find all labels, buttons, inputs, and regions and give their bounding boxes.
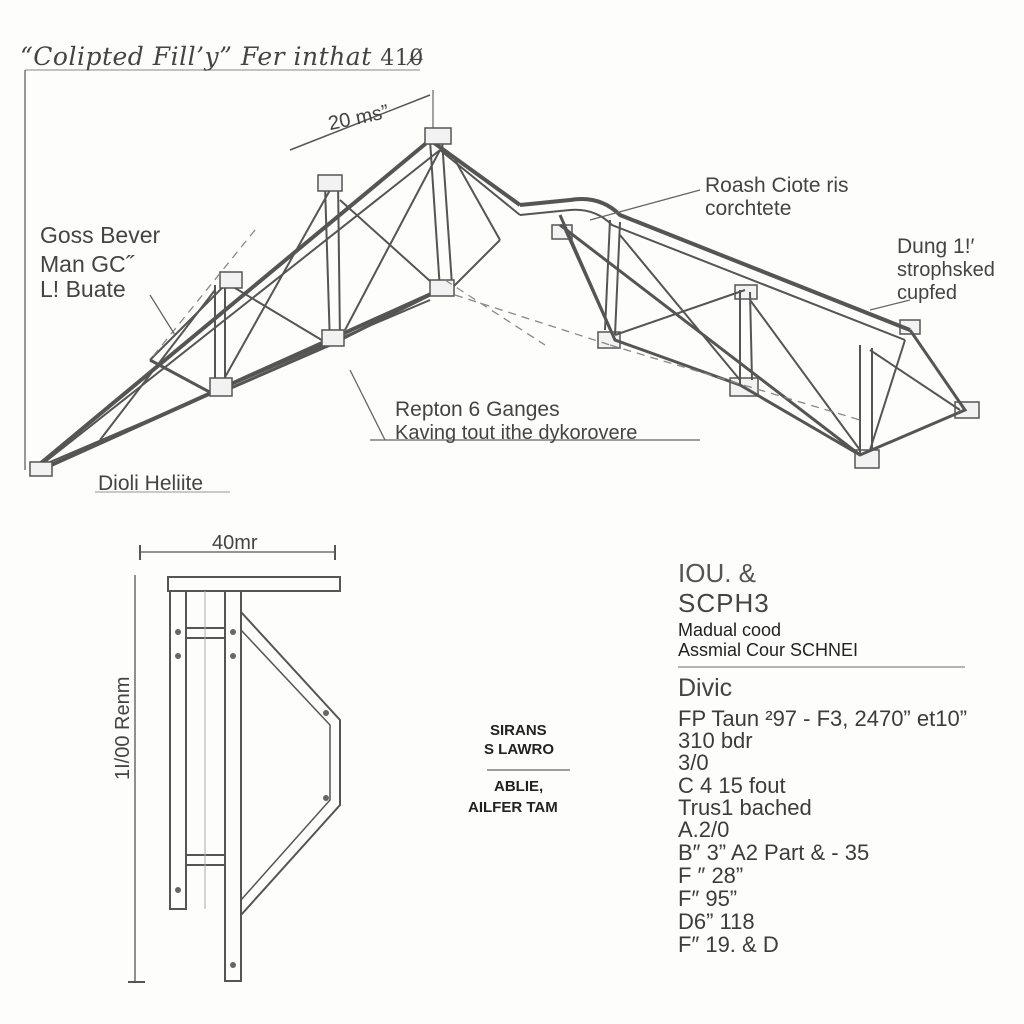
label-roash-line1: Roash Ciote ris xyxy=(705,174,849,197)
spec-line: FP Taun ²97 - F3, 2470” et10” xyxy=(678,706,968,731)
top-dimension-line xyxy=(289,94,431,151)
spec-line: A.2/0 xyxy=(678,817,730,842)
label-strophsked: strophsked xyxy=(897,259,995,281)
note-ailfer-tam: AILFER TAM xyxy=(468,799,558,816)
label-goss-bever: Goss Bever xyxy=(40,222,161,248)
spec-line: Trus1 bached xyxy=(678,795,812,820)
drawing-title: “Colipted Fill’y” Fer inthat 410̶̸ xyxy=(20,42,424,71)
leader-lines xyxy=(95,189,911,493)
label-dioli-heliite: Dioli Heliite xyxy=(98,472,204,495)
label-buate: L! Buate xyxy=(40,276,126,302)
note-sirans: SIRANS xyxy=(490,722,547,739)
spec-line: F″ 95” xyxy=(678,886,738,911)
projection-lines xyxy=(149,229,861,421)
spec-header-1: IOU. & xyxy=(678,558,757,588)
label-repton: Repton 6 Ganges xyxy=(395,398,560,421)
label-roash-line2: corchtete xyxy=(705,197,792,220)
elevation-width-label: 40mr xyxy=(212,532,258,554)
spec-line: F″ 19. & D xyxy=(678,932,779,957)
elevation-view xyxy=(128,545,341,983)
spec-header-2: SCPH3 xyxy=(678,588,770,618)
title-code: 410̶̸ xyxy=(380,46,424,71)
spec-line: D6” 118 xyxy=(678,909,755,934)
label-man-gc: Man GC˝ xyxy=(40,251,134,277)
spec-sub-1: Madual cood xyxy=(678,620,782,640)
label-cupfed: cupfed xyxy=(897,282,958,304)
spec-line: C 4 15 fout xyxy=(678,773,786,798)
left-truss xyxy=(33,138,522,472)
spec-heading: Divic xyxy=(678,674,733,702)
spec-sub-2: Assmial Cour SCHNEI xyxy=(678,640,859,660)
spec-line: 3/0 xyxy=(678,750,709,775)
bolt-holes xyxy=(175,629,329,968)
spec-line: B″ 3” A2 Part & - 35 xyxy=(678,840,870,865)
note-ablie: ABLIE, xyxy=(494,778,544,795)
spec-line: F ″ 28” xyxy=(678,863,744,888)
spec-line: 310 bdr xyxy=(678,728,753,753)
note-s-lawro: S LAWRO xyxy=(484,741,554,758)
label-dung: Dung 1!′ xyxy=(897,235,975,258)
elevation-height-label: 1I/00 Renm xyxy=(112,676,134,780)
label-kaving: Kaving tout ithe dykorovere xyxy=(395,422,638,444)
right-truss xyxy=(519,197,968,457)
